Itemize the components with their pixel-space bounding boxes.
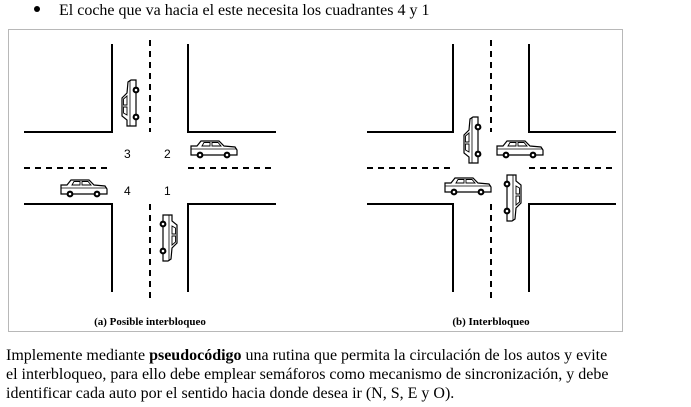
intersection-diagram: 3 2 4 1 (a) Posible interbloqueo (b) Int… [24,40,616,328]
intersection-figure: 3 2 4 1 (a) Posible interbloqueo (b) Int… [8,29,623,332]
paragraph-line-1-end: una rutina que permita la circulación de… [241,347,608,364]
bullet-dot [34,6,40,13]
paragraph-line-1-start: Implemente mediante [6,347,150,364]
quadrant-2-label: 2 [164,147,171,161]
bullet-text: El coche que va hacia el este necesita l… [59,2,430,19]
car-west-bound-deadlock [496,140,544,159]
car-east-bound-deadlock [444,177,492,196]
quadrant-1-label: 1 [164,184,171,198]
intersection-left [24,40,276,300]
car-west-bound [190,140,238,159]
car-south-bound-deadlock [463,116,482,164]
paragraph-line-3: identificar cada auto por el sentido hac… [6,385,455,402]
instruction-paragraph: Implemente mediante pseudocódigo una rut… [6,346,690,403]
bullet-item: El coche que va hacia el este necesita l… [34,2,430,20]
quadrant-4-label: 4 [124,184,131,198]
car-east-bound [60,179,108,198]
paragraph-bold-term: pseudocódigo [149,347,242,364]
car-north-bound [159,214,178,262]
paragraph-line-1: Implemente mediante pseudocódigo una rut… [6,346,690,365]
car-north-bound-deadlock [503,174,522,222]
paragraph-line-2: el interbloqueo, para ello debe emplear … [6,366,609,383]
intersection-right [367,40,616,300]
quadrant-3-label: 3 [124,147,131,161]
car-south-bound [121,79,140,127]
caption-left: (a) Posible interbloqueo [94,316,206,328]
caption-right: (b) Interbloqueo [452,316,530,328]
